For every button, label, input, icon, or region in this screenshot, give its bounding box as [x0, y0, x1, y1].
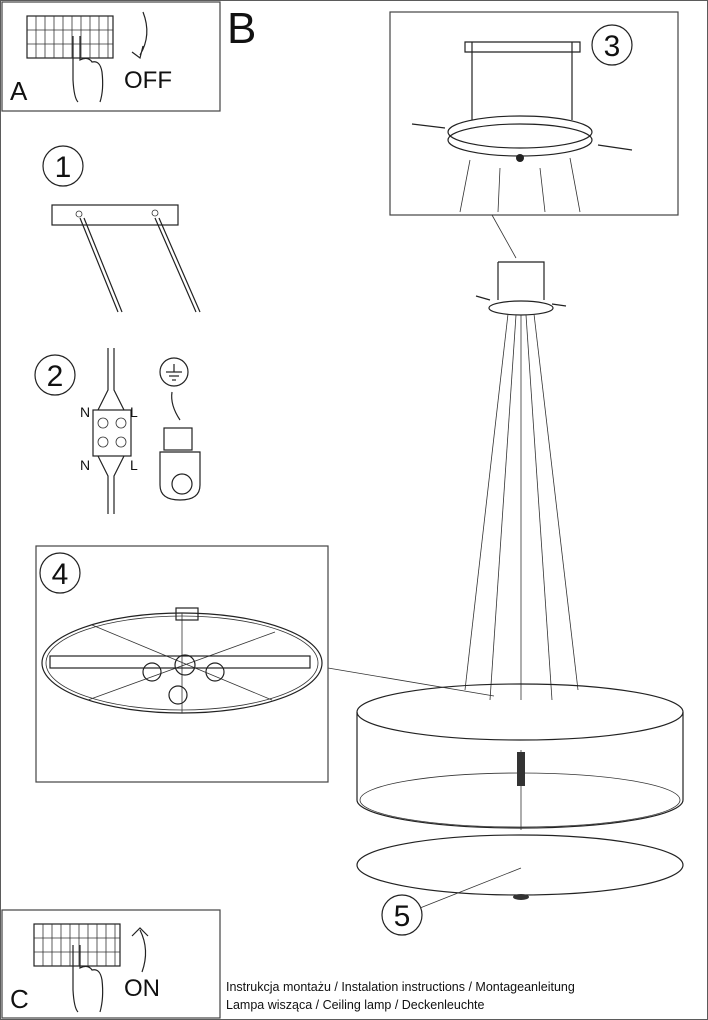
step-5-number: 5: [394, 900, 411, 933]
step-1-mounting-bracket: 1: [42, 145, 201, 313]
hand-icon: [72, 945, 104, 1013]
pendant-lamp: [356, 261, 684, 900]
diffuser-plate: [356, 834, 684, 896]
step-1-number: 1: [55, 151, 72, 184]
panel-c-letter: C: [10, 984, 29, 1014]
caption-instructions: Instrukcja montażu / Instalation instruc…: [226, 980, 575, 994]
panel-c-switch-on: C ON: [1, 909, 221, 1019]
step-3-canopy-detail: 3: [389, 11, 679, 216]
suspension-cables: [464, 313, 579, 701]
on-label: ON: [124, 975, 160, 1002]
step-4-shade-mounting: 4: [35, 545, 329, 783]
panel-a-switch-off: A OFF: [1, 1, 221, 112]
step-2-number: 2: [47, 360, 64, 393]
arrow-down-icon: [131, 11, 148, 60]
arrow-up-icon: [131, 927, 149, 973]
panel-b-letter: B: [227, 4, 256, 53]
step-4-number: 4: [52, 558, 69, 591]
circuit-breaker-icon: [26, 15, 114, 59]
live-label-top: L: [130, 404, 138, 420]
step-2-wiring: 2 N L N L: [34, 348, 201, 514]
terminal-block-icon: [92, 409, 132, 457]
off-label: OFF: [124, 67, 172, 94]
neutral-label-bottom: N: [80, 457, 90, 473]
panel-a-letter: A: [10, 76, 28, 106]
neutral-label-top: N: [80, 404, 90, 420]
caption-product: Lampa wisząca / Ceiling lamp / Deckenleu…: [226, 998, 485, 1012]
live-label-bottom: L: [130, 457, 138, 473]
ground-icon: [159, 357, 189, 387]
step-3-number: 3: [604, 30, 621, 63]
circuit-breaker-icon: [33, 923, 121, 967]
hand-icon: [72, 36, 104, 103]
